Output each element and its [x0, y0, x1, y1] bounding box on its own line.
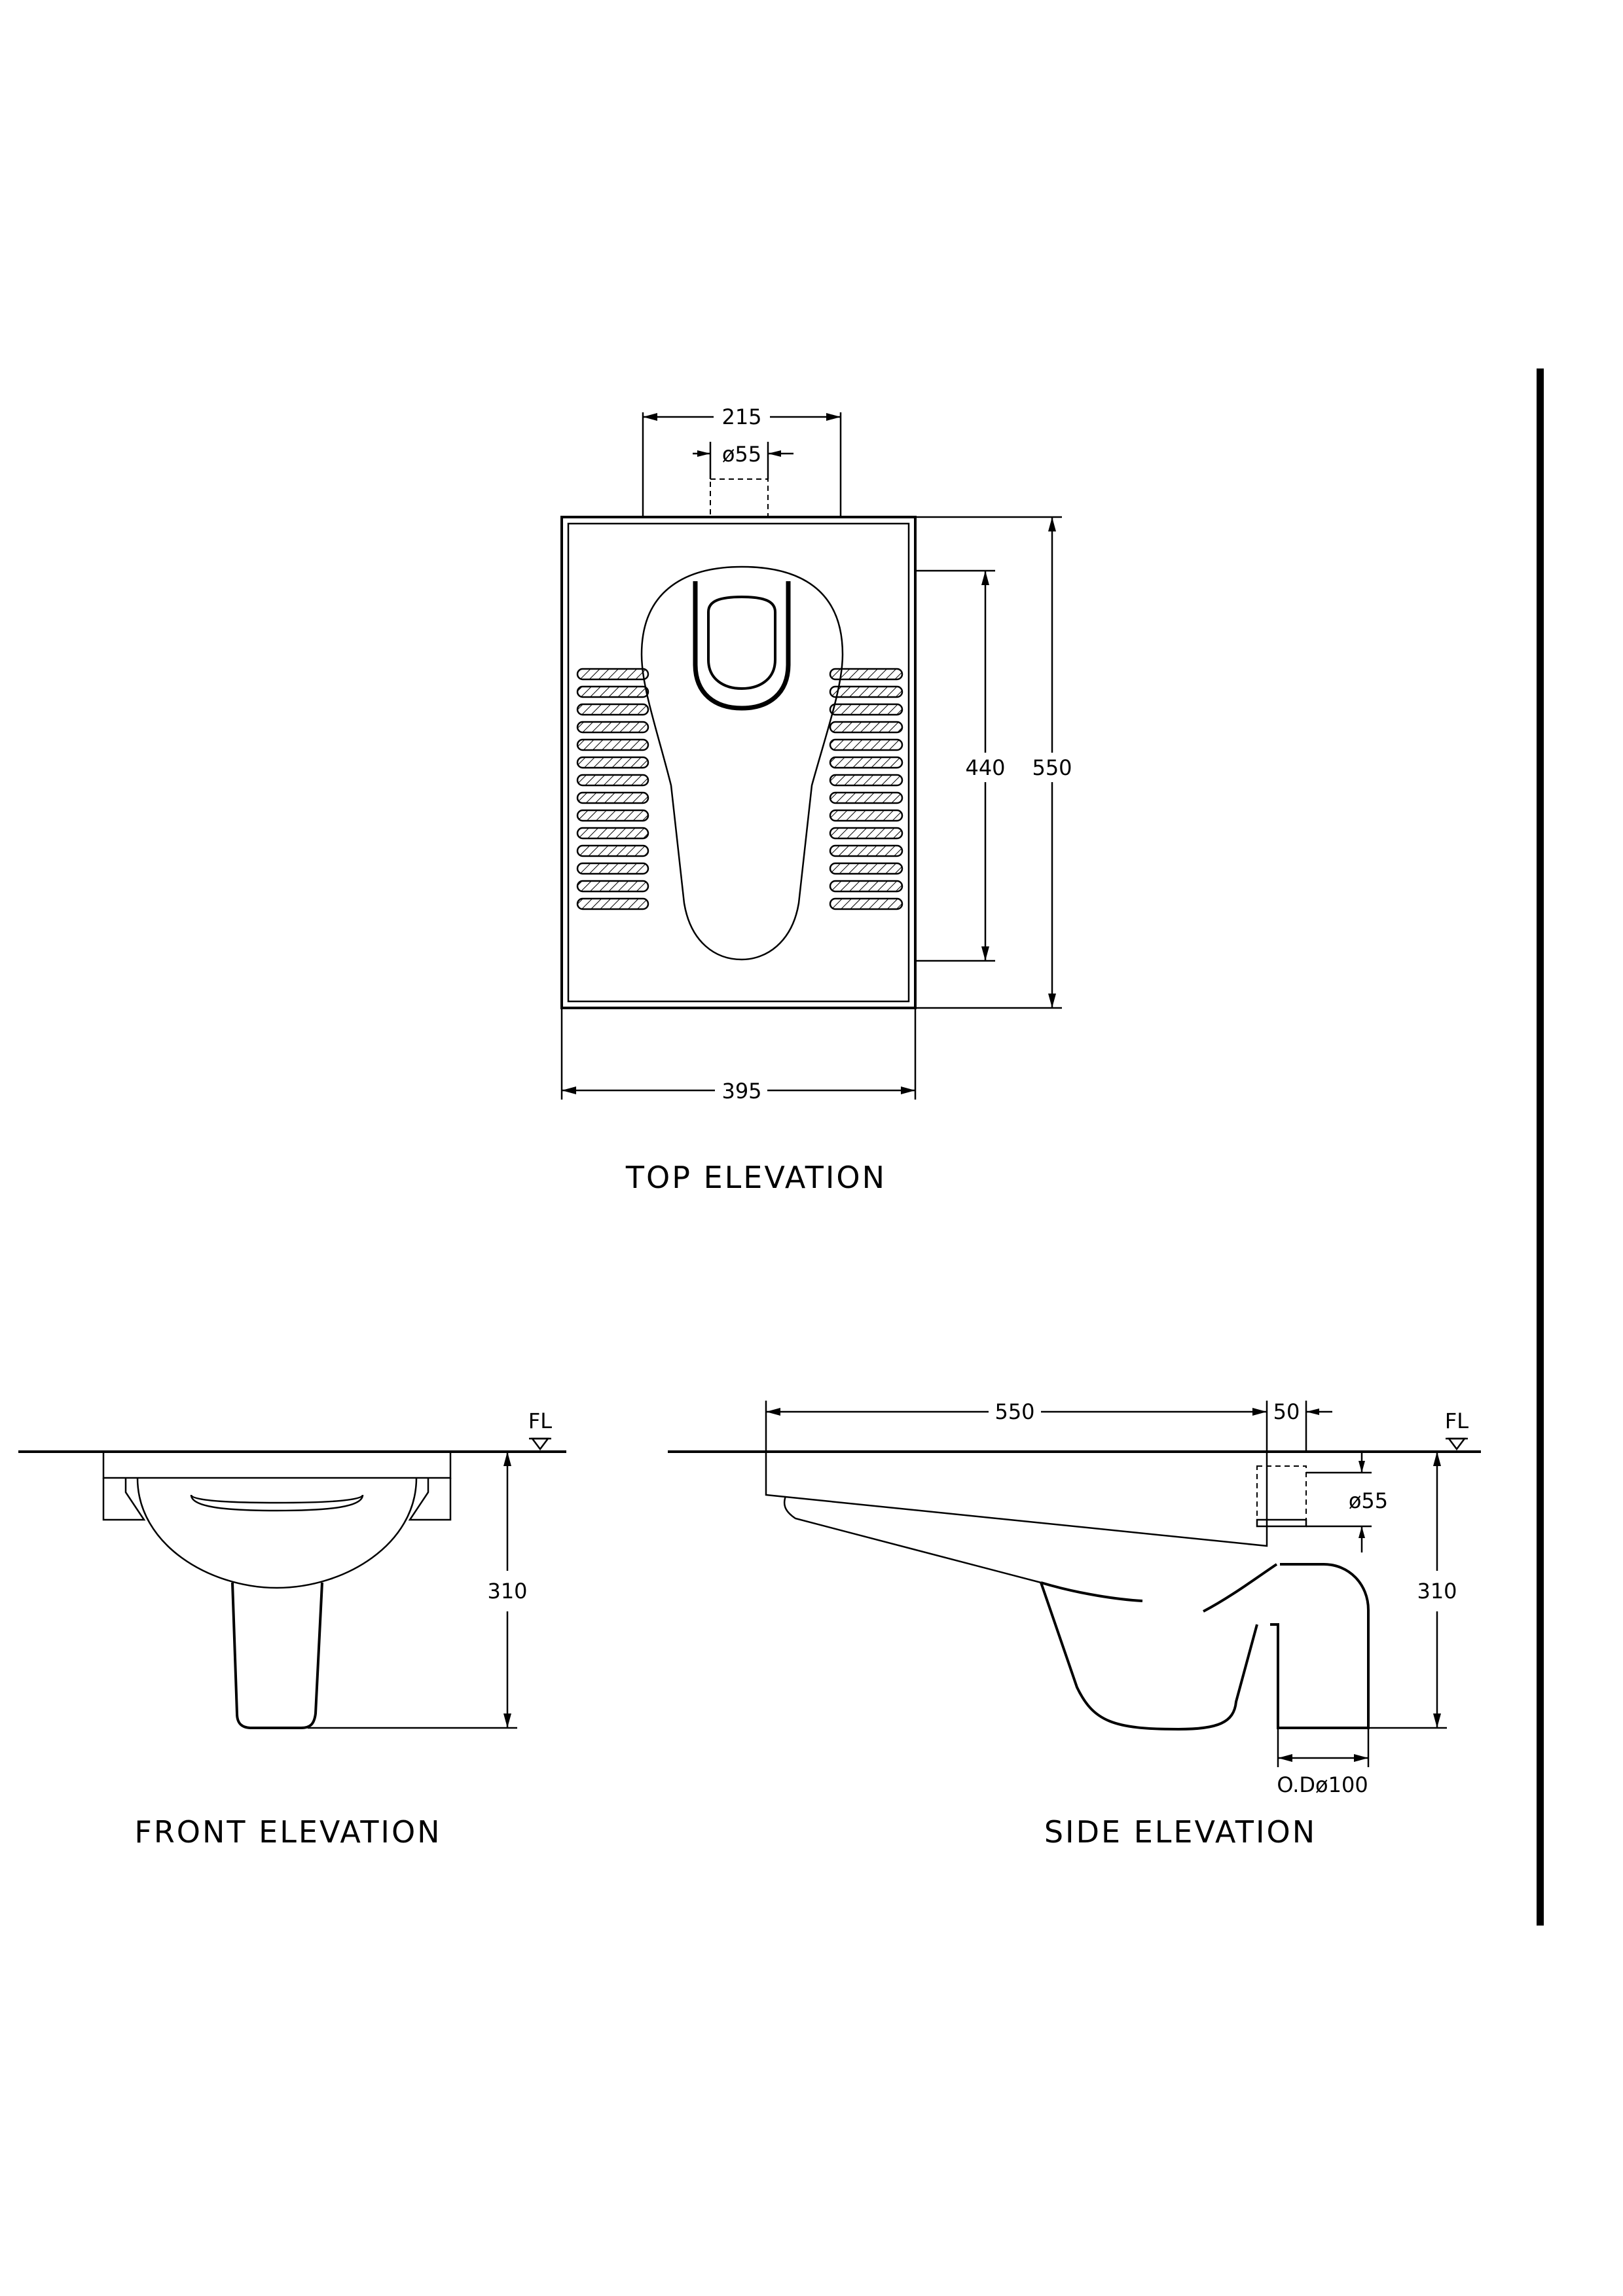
foot-rib-right-8: [829, 791, 903, 804]
top-dim-440-label: 440: [965, 755, 1005, 780]
side-dim-inlet: ø55: [1306, 1452, 1388, 1552]
foot-rib-right-10: [829, 827, 903, 840]
front-bowl-outline: [136, 1477, 418, 1589]
foot-rib-right-7: [829, 774, 903, 787]
side-body-top: [765, 1452, 1268, 1547]
top-outlet-pipe: [710, 478, 769, 518]
top-elevation-view: 215 ø55 440: [560, 404, 1072, 1195]
side-trap-curve: [1203, 1563, 1278, 1613]
top-body-inner-outline: [567, 522, 910, 1003]
foot-rib-left-3: [576, 703, 649, 716]
side-dim-310-label: 310: [1417, 1579, 1457, 1604]
foot-rib-left-10: [576, 827, 649, 840]
side-dim-550: 550: [765, 1399, 1268, 1452]
front-side-flange-left: [102, 1478, 146, 1521]
top-dim-width-label: 215: [721, 404, 761, 429]
foot-rib-right-5: [829, 738, 903, 751]
foot-rib-right-4: [829, 721, 903, 734]
foot-rib-right-9: [829, 809, 903, 822]
top-foot-ribs-left: [576, 668, 649, 910]
top-dim-440: 440: [915, 569, 1006, 962]
side-dim-outlet: O.Dø100: [1277, 1754, 1368, 1797]
foot-rib-right-2: [829, 685, 903, 698]
top-dim-550: 550: [915, 516, 1072, 1009]
front-side-flange-right: [408, 1478, 452, 1521]
side-inlet-pipe: [1256, 1465, 1307, 1520]
foot-rib-left-8: [576, 791, 649, 804]
front-trap-outline: [231, 1582, 323, 1729]
top-pan-outline: [640, 565, 844, 961]
foot-rib-right-3: [829, 703, 903, 716]
side-dim-50-label: 50: [1273, 1399, 1300, 1424]
side-dim-310: 310: [1368, 1452, 1457, 1729]
top-dim-outlet: ø55: [693, 442, 793, 479]
front-top-slab: [102, 1450, 452, 1479]
side-dim-inlet-label: ø55: [1349, 1488, 1388, 1513]
foot-rib-left-4: [576, 721, 649, 734]
foot-rib-left-2: [576, 685, 649, 698]
foot-rib-left-12: [576, 862, 649, 875]
side-outlet-pipe: [1270, 1563, 1370, 1729]
top-dim-395: 395: [560, 1008, 917, 1103]
front-dim-310-label: 310: [487, 1579, 527, 1604]
side-body-underside: [783, 1496, 1042, 1584]
side-bowl-back: [1040, 1581, 1143, 1602]
top-dim-395-label: 395: [721, 1079, 761, 1103]
foot-rib-right-14: [829, 897, 903, 910]
side-elevation-title: SIDE ELEVATION: [1044, 1814, 1317, 1850]
front-bowl-rim: [190, 1494, 364, 1512]
foot-rib-left-7: [576, 774, 649, 787]
foot-rib-left-13: [576, 880, 649, 893]
foot-rib-left-11: [576, 844, 649, 857]
foot-rib-right-1: [829, 668, 903, 681]
side-bowl-outline: [1040, 1582, 1258, 1731]
top-dim-215: 215: [642, 404, 842, 517]
front-elevation-title: FRONT ELEVATION: [134, 1814, 441, 1850]
top-body-outline: [560, 516, 917, 1009]
front-fl-label: FL: [528, 1408, 552, 1433]
side-dim-50: 50: [1273, 1399, 1332, 1452]
foot-rib-right-6: [829, 756, 903, 769]
foot-rib-right-12: [829, 862, 903, 875]
top-elevation-title: TOP ELEVATION: [625, 1160, 886, 1195]
foot-rib-left-1: [576, 668, 649, 681]
side-elevation-view: FL 550 50: [668, 1399, 1481, 1850]
foot-rib-left-6: [576, 756, 649, 769]
front-elevation-view: FL 310 FRONT ELEVATION: [18, 1408, 566, 1850]
side-dim-550-label: 550: [994, 1399, 1034, 1424]
side-dim-outlet-label: O.Dø100: [1277, 1772, 1368, 1797]
front-dim-310: 310: [487, 1452, 528, 1728]
top-dim-outlet-label: ø55: [722, 442, 761, 467]
top-foot-ribs-right: [829, 668, 903, 910]
top-pan-rim: [693, 581, 791, 711]
foot-rib-right-13: [829, 880, 903, 893]
top-dim-550-label: 550: [1032, 755, 1072, 780]
sheet-border-bar: [1537, 368, 1544, 1926]
foot-rib-left-14: [576, 897, 649, 910]
side-inlet-collar: [1256, 1518, 1307, 1528]
foot-rib-left-9: [576, 809, 649, 822]
foot-rib-left-5: [576, 738, 649, 751]
top-drain-hole: [707, 595, 776, 691]
foot-rib-right-11: [829, 844, 903, 857]
side-fl-label: FL: [1445, 1408, 1468, 1433]
